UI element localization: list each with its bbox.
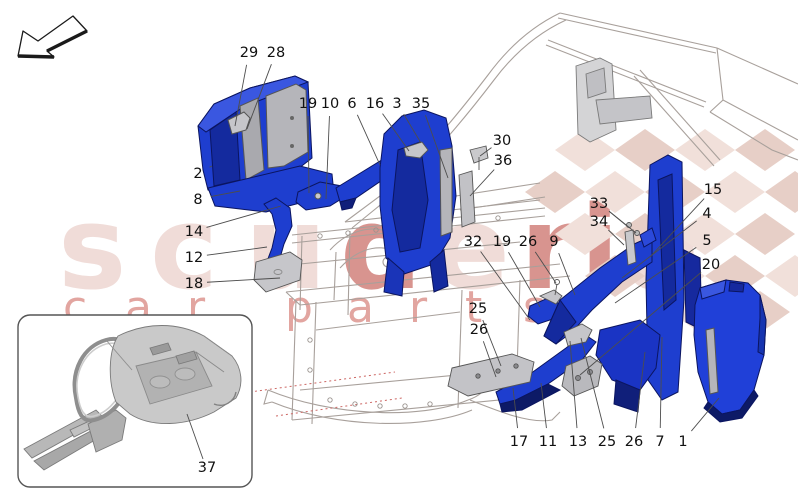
watermark-letter: c [150,182,218,316]
rivet-dots [307,215,501,409]
leader-line [246,64,272,130]
direction-arrow-icon [17,15,88,59]
vehicle-overview-inset: 37 [17,314,253,488]
part-callout-10[interactable]: 10 [321,96,339,112]
part-callout-13[interactable]: 13 [569,434,587,450]
leader-line [534,251,557,284]
leader-line [659,336,663,429]
leader-line [608,210,637,234]
part-callout-14[interactable]: 14 [185,224,203,240]
leader-line [206,205,282,228]
checker-diamond [765,255,798,297]
leader-line [403,113,422,144]
leader-line [580,337,605,429]
part-callout-35[interactable]: 35 [412,96,430,112]
part-callout-26[interactable]: 26 [625,434,643,450]
part-callout-34[interactable]: 34 [590,214,608,230]
leader-line [206,277,281,283]
leader-line [356,114,381,166]
part-callout-28[interactable]: 28 [267,45,285,61]
leader-line [558,252,576,296]
leader-line [206,246,268,256]
leader-line [635,351,646,429]
pillar-hardware-gray [575,57,653,143]
part-callout-18[interactable]: 18 [185,276,203,292]
part-callout-16[interactable]: 16 [366,96,384,112]
leader-line [307,115,310,194]
leader-line [480,251,531,321]
leader-line [382,113,410,152]
leader-line [469,169,495,197]
part-callout-25[interactable]: 25 [598,434,616,450]
leader-line [691,397,720,432]
weld-indicator-lines [249,371,403,417]
leader-line [512,387,518,429]
leader-line [614,246,697,304]
leader-line [479,147,492,157]
leader-line [540,382,547,429]
watermark-letter: t [465,282,482,333]
part-callout-3[interactable]: 3 [392,96,401,112]
leader-line [325,115,330,200]
inset-body-shell [23,325,242,471]
watermark-letter: r [409,282,428,333]
part-callout-17[interactable]: 17 [510,434,528,450]
part-callout-26[interactable]: 26 [519,234,537,250]
part-callout-2[interactable]: 2 [193,166,202,182]
part-callout-29[interactable]: 29 [240,45,258,61]
part-callout-30[interactable]: 30 [493,133,511,149]
checker-diamond [675,129,735,171]
part-callout-1[interactable]: 1 [678,434,687,450]
inset-leader-line [186,413,204,460]
leader-line [482,319,502,367]
checker-diamond [735,129,795,171]
gray-brackets [253,141,640,397]
part-callout-20[interactable]: 20 [702,257,720,273]
part-callout-36[interactable]: 36 [494,153,512,169]
part-callout-25[interactable]: 25 [469,301,487,317]
leader-line [210,190,241,198]
part-callout-8[interactable]: 8 [193,192,202,208]
leader-line [579,272,702,376]
part-callout-33[interactable]: 33 [590,196,608,212]
part-callout-9[interactable]: 9 [549,234,558,250]
leader-line [569,340,578,429]
part-callout-19[interactable]: 19 [493,234,511,250]
part-callout-6[interactable]: 6 [347,96,356,112]
checker-diamond [705,171,765,213]
checker-diamond [555,129,615,171]
part-callout-15[interactable]: 15 [704,182,722,198]
checker-diamond [555,213,615,255]
leader-line [209,165,213,168]
part-callout-7[interactable]: 7 [655,434,664,450]
part-callout-5[interactable]: 5 [702,233,711,249]
checker-diamond [675,213,735,255]
leader-line [649,198,705,258]
checker-diamond [735,213,795,255]
part-callout-26[interactable]: 26 [470,322,488,338]
part-callout-32[interactable]: 32 [464,234,482,250]
leader-line [508,252,541,308]
leader-line [482,341,497,378]
part-callout-12[interactable]: 12 [185,250,203,266]
leader-line [234,64,248,127]
part-callout-37[interactable]: 37 [198,460,216,476]
part-callout-19[interactable]: 19 [299,96,317,112]
leader-line [621,220,697,279]
checker-diamond [765,171,798,213]
checker-diamond [585,171,645,213]
watermark-letter: s [58,182,126,316]
part-callout-11[interactable]: 11 [539,434,557,450]
leader-line [424,115,449,179]
leader-line [608,229,625,246]
part-callout-4[interactable]: 4 [702,206,711,222]
checker-diamond [525,171,585,213]
